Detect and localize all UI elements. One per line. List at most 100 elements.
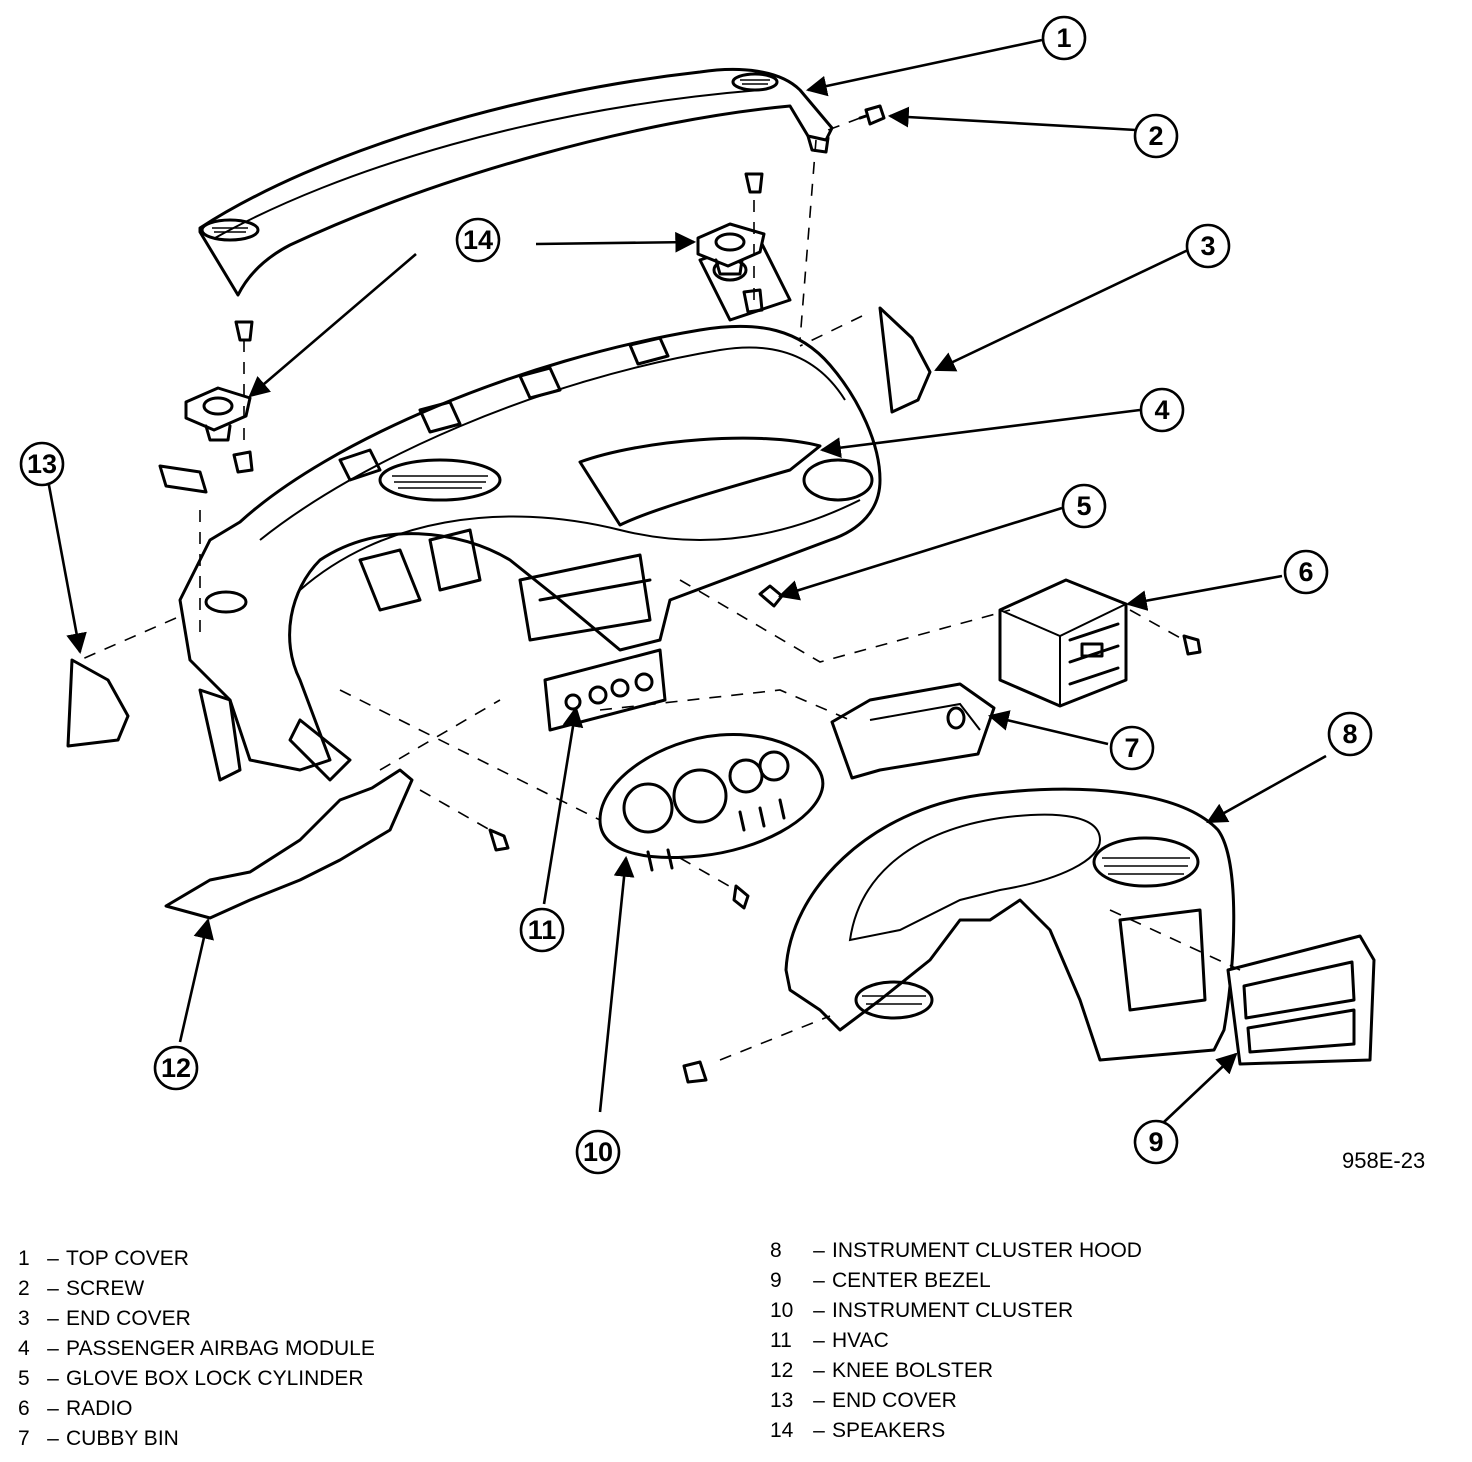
svg-text:9: 9 <box>1148 1127 1163 1157</box>
end-cover-left-part <box>66 464 208 748</box>
legend-item: 2–SCREW <box>18 1274 375 1304</box>
svg-text:11: 11 <box>528 915 557 945</box>
legend-separator: – <box>47 1397 59 1420</box>
legend-number: 8 <box>770 1239 782 1262</box>
legend-label: GLOVE BOX LOCK CYLINDER <box>66 1367 364 1390</box>
legend-item: 13–END COVER <box>770 1386 1142 1416</box>
center-bezel-part <box>1226 934 1376 1066</box>
cubby-bin-part <box>830 682 996 780</box>
end-cover-right-part <box>878 306 932 414</box>
legend-number: 4 <box>18 1337 30 1360</box>
legend-item: 6–RADIO <box>18 1394 375 1424</box>
legend-label: TOP COVER <box>66 1247 189 1270</box>
screw-part <box>858 104 886 126</box>
knee-bolster-part <box>164 768 510 920</box>
callout-13: 13 <box>19 441 65 487</box>
svg-text:4: 4 <box>1154 395 1169 425</box>
callout-3: 3 <box>1185 223 1231 269</box>
instrument-cluster-part <box>598 732 825 910</box>
instrument-panel-carrier <box>178 238 882 782</box>
legend-label: KNEE BOLSTER <box>832 1359 994 1382</box>
legend-item: 7–CUBBY BIN <box>18 1424 375 1454</box>
legend-separator: – <box>813 1419 825 1442</box>
legend-separator: – <box>47 1277 59 1300</box>
legend-item: 4–PASSENGER AIRBAG MODULE <box>18 1334 375 1364</box>
callout-5: 5 <box>1061 483 1107 529</box>
svg-text:10: 10 <box>583 1137 613 1167</box>
speaker-right-part <box>696 172 766 314</box>
legend-label: HVAC <box>832 1329 889 1352</box>
glove-box-lock-cylinder-part <box>758 584 784 608</box>
legend-number: 1 <box>18 1247 30 1270</box>
legend-item: 10–INSTRUMENT CLUSTER <box>770 1296 1142 1326</box>
svg-text:6: 6 <box>1298 557 1313 587</box>
instrument-cluster-hood-part <box>682 787 1236 1084</box>
legend-number: 13 <box>770 1389 794 1412</box>
legend-number: 10 <box>770 1299 794 1322</box>
legend-number: 9 <box>770 1269 782 1292</box>
speaker-left-part <box>184 320 254 474</box>
legend-separator: – <box>813 1269 825 1292</box>
legend-number: 5 <box>18 1367 30 1390</box>
callout-14: 14 <box>455 217 501 263</box>
legend-item: 9 –CENTER BEZEL <box>770 1266 1142 1296</box>
legend-label: RADIO <box>66 1397 133 1420</box>
legend-number: 3 <box>18 1307 30 1330</box>
legend-number: 7 <box>18 1427 30 1450</box>
legend-label: INSTRUMENT CLUSTER HOOD <box>832 1239 1142 1262</box>
callout-12: 12 <box>153 1045 199 1091</box>
legend-label: CUBBY BIN <box>66 1427 179 1450</box>
figure-code: 958E-23 <box>1342 1148 1426 1173</box>
callout-11: 11 <box>519 907 565 953</box>
legend-separator: – <box>47 1307 59 1330</box>
legend-label: SPEAKERS <box>832 1419 946 1442</box>
legend-right-column: 8–INSTRUMENT CLUSTER HOOD 9–CENTER BEZEL… <box>770 1236 1142 1446</box>
legend-label: CENTER BEZEL <box>832 1269 991 1292</box>
diagram-drawing: 1 2 3 4 5 6 7 8 9 10 11 12 13 14 <box>19 15 1376 1175</box>
top-cover-part <box>198 67 834 297</box>
legend-item: 5–GLOVE BOX LOCK CYLINDER <box>18 1364 375 1394</box>
legend-separator: – <box>813 1359 825 1382</box>
legend-label: END COVER <box>832 1389 957 1412</box>
legend-separator: – <box>47 1247 59 1270</box>
legend-item: 11–HVAC <box>770 1326 1142 1356</box>
legend-item: 8 –INSTRUMENT CLUSTER HOOD <box>770 1236 1142 1266</box>
legend-separator: – <box>47 1367 59 1390</box>
callout-9: 9 <box>1133 1119 1179 1165</box>
legend-label: INSTRUMENT CLUSTER <box>832 1299 1074 1322</box>
legend-separator: – <box>813 1239 825 1262</box>
svg-text:1: 1 <box>1056 23 1071 53</box>
legend-label: PASSENGER AIRBAG MODULE <box>66 1337 375 1360</box>
svg-text:5: 5 <box>1076 491 1091 521</box>
legend-label: END COVER <box>66 1307 191 1330</box>
legend-number: 6 <box>18 1397 30 1420</box>
legend-item: 14–SPEAKERS <box>770 1416 1142 1446</box>
legend-item: 3–END COVER <box>18 1304 375 1334</box>
callout-1: 1 <box>1041 15 1087 61</box>
legend-separator: – <box>47 1427 59 1450</box>
legend-number: 14 <box>770 1419 794 1442</box>
callout-10: 10 <box>575 1129 621 1175</box>
callout-6: 6 <box>1283 549 1329 595</box>
svg-text:13: 13 <box>27 449 57 479</box>
legend-item: 12–KNEE BOLSTER <box>770 1356 1142 1386</box>
callout-2: 2 <box>1133 113 1179 159</box>
callout-8: 8 <box>1327 711 1373 757</box>
legend-number: 12 <box>770 1359 794 1382</box>
legend-item: 1–TOP COVER <box>18 1244 375 1274</box>
legend-separator: – <box>47 1337 59 1360</box>
legend-separator: – <box>813 1389 825 1412</box>
svg-text:12: 12 <box>161 1053 191 1083</box>
callout-7: 7 <box>1109 725 1155 771</box>
legend-separator: – <box>813 1299 825 1322</box>
assembly-dash-lines <box>79 117 1241 1061</box>
svg-text:2: 2 <box>1148 121 1163 151</box>
leader-lines <box>46 38 1327 1123</box>
radio-part <box>998 578 1202 708</box>
callout-4: 4 <box>1139 387 1185 433</box>
svg-text:8: 8 <box>1342 719 1357 749</box>
svg-text:14: 14 <box>463 225 493 255</box>
legend-left-column: 1–TOP COVER 2–SCREW 3–END COVER 4–PASSEN… <box>18 1244 375 1454</box>
svg-text:7: 7 <box>1124 733 1139 763</box>
